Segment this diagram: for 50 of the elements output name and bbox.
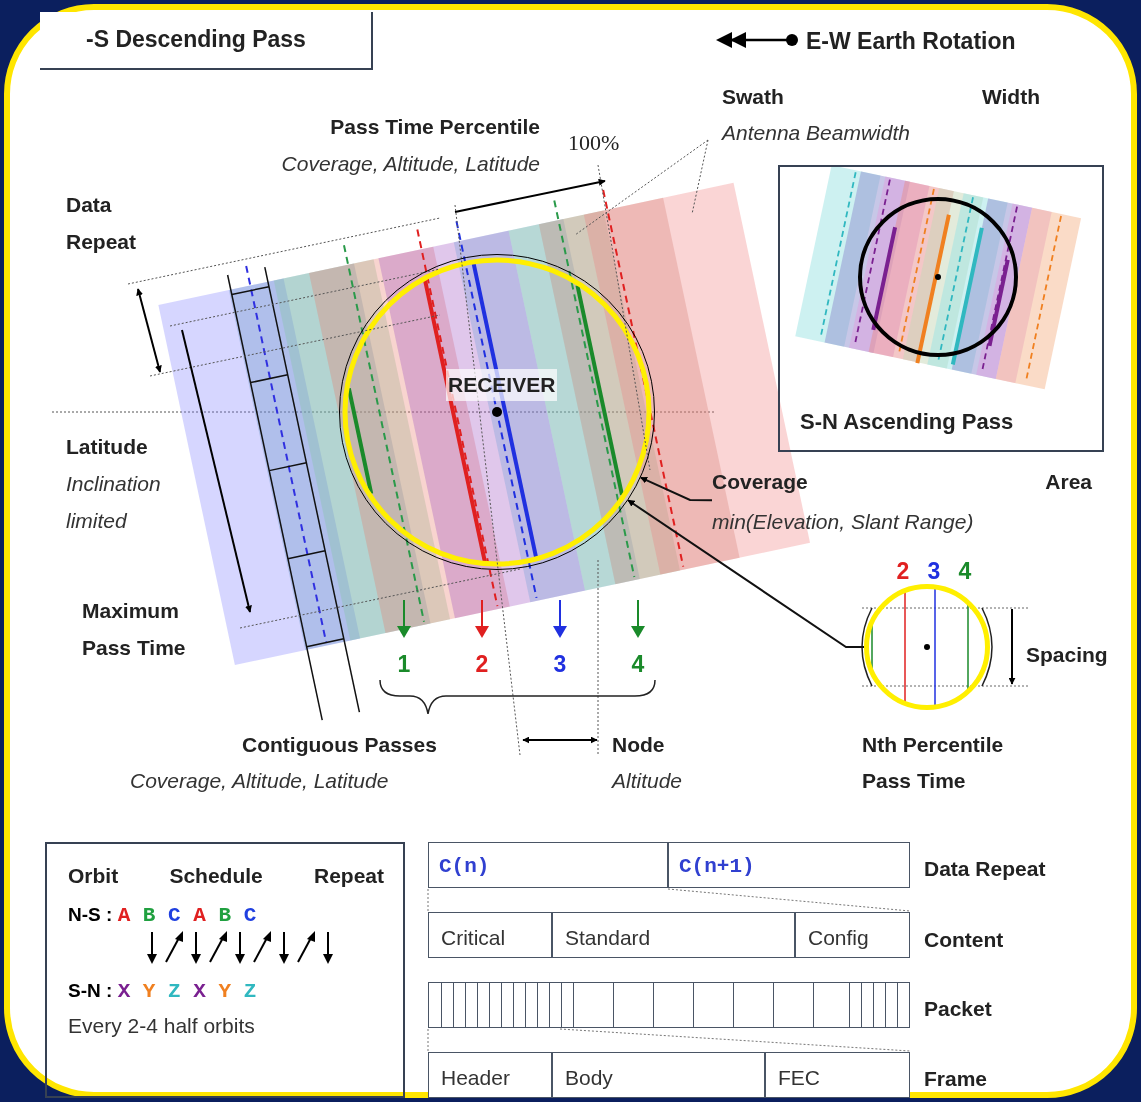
data-field-box: Header bbox=[428, 1052, 552, 1098]
annotation-label: Content bbox=[924, 927, 1005, 953]
panel-title: Orbit Schedule Repeat bbox=[68, 863, 384, 889]
annotation-label: Swath Width bbox=[722, 84, 1040, 110]
data-field-box: Body bbox=[552, 1052, 765, 1098]
pass-number: 3 bbox=[552, 650, 568, 679]
data-field-box: Config bbox=[795, 912, 910, 958]
title-box: -S Descending Pass bbox=[40, 12, 373, 70]
annotation-label: Coverage Area bbox=[712, 469, 1092, 495]
leader-arrow bbox=[627, 499, 865, 648]
pass-number: 2 bbox=[474, 650, 490, 679]
panel-title: S-N Ascending Pass bbox=[800, 408, 1014, 436]
data-field-box: Critical bbox=[428, 912, 552, 958]
annotation-label: Spacing bbox=[1026, 642, 1109, 668]
pass-number: 4 bbox=[630, 650, 646, 679]
data-field-box: Standard bbox=[552, 912, 795, 958]
leader-arrow bbox=[639, 476, 713, 502]
pass-number: 3 bbox=[926, 557, 942, 586]
annotation-note: Coverage, Altitude, Latitude bbox=[130, 768, 390, 794]
annotation-note: Antenna Beamwidth bbox=[722, 120, 911, 146]
schedule-panel bbox=[45, 842, 405, 1098]
data-field-box: FEC bbox=[765, 1052, 910, 1098]
annotation-label: Maximum Pass Time bbox=[82, 598, 187, 661]
annotation-note: Altitude bbox=[612, 768, 684, 794]
annotation-label: Data Repeat bbox=[924, 856, 1047, 882]
pass-number: 4 bbox=[957, 557, 973, 586]
data-field-box: C(n+1) bbox=[668, 842, 910, 888]
packet-bar bbox=[428, 982, 910, 1028]
annotation-label: Frame bbox=[924, 1066, 989, 1092]
percent-label: 100% bbox=[568, 129, 621, 157]
receiver-label: RECEIVER bbox=[446, 369, 558, 401]
pass-number: 1 bbox=[396, 650, 412, 679]
inset-panel bbox=[778, 165, 1104, 452]
orbit-sequence: S-N : X Y Z X Y Z bbox=[68, 979, 257, 1005]
annotation-note: min(Elevation, Slant Range) bbox=[712, 508, 975, 535]
annotation-note: Coverage, Altitude, Latitude bbox=[280, 151, 540, 177]
annotation-label: Pass Time bbox=[862, 768, 967, 794]
annotation-label: Packet bbox=[924, 996, 993, 1022]
annotation-label: Node bbox=[612, 732, 666, 758]
annotation-label: Contiguous Passes bbox=[242, 732, 438, 758]
data-field-box: C(n) bbox=[428, 842, 668, 888]
pass-number: 2 bbox=[895, 557, 911, 586]
legend-label: E-W Earth Rotation bbox=[806, 27, 1016, 56]
annotation-label: Pass Time Percentile bbox=[329, 114, 540, 140]
annotation-label: Nth Percentile bbox=[862, 732, 1005, 758]
annotation-label: Latitude bbox=[66, 434, 149, 460]
annotation-note: Inclination limited bbox=[66, 471, 162, 534]
note-text: Every 2-4 half orbits bbox=[68, 1013, 255, 1039]
orbit-sequence: N-S : A B C A B C bbox=[68, 903, 257, 929]
annotation-label: Data Repeat bbox=[66, 192, 138, 255]
